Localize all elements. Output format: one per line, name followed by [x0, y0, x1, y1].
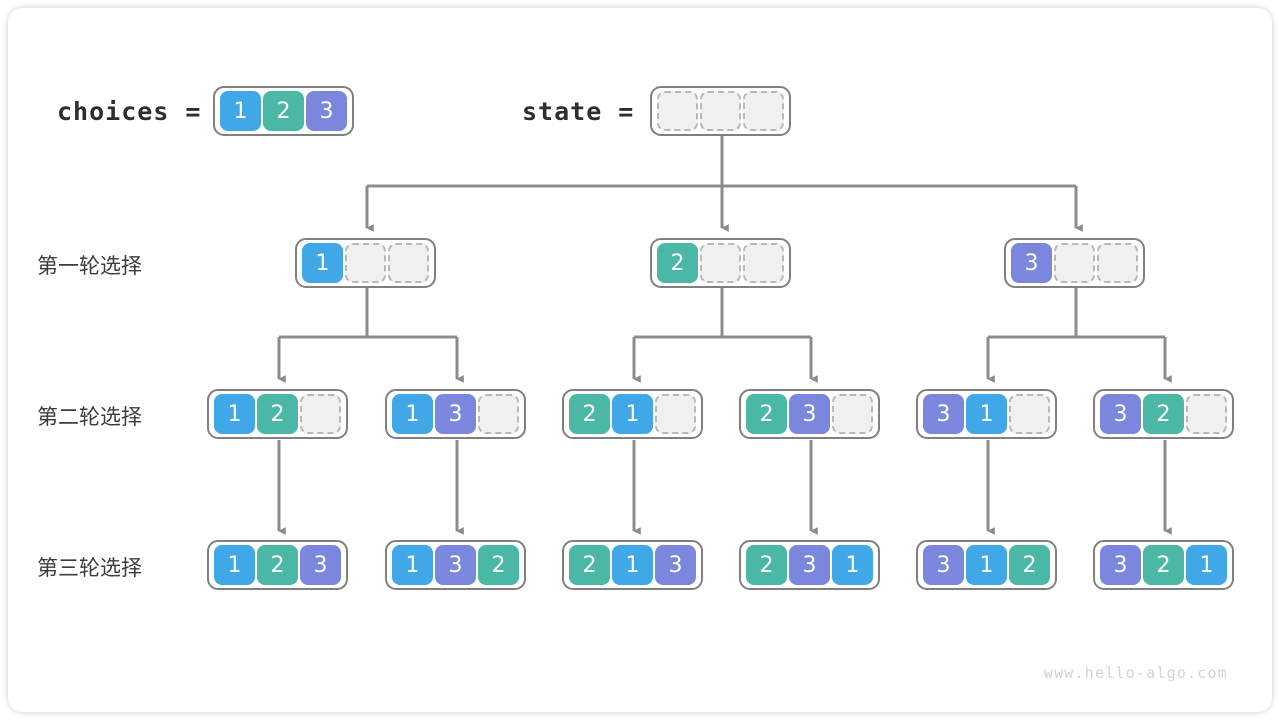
array-cell-value: 1: [392, 545, 433, 585]
array-cell-value: 1: [214, 394, 255, 434]
array-cell-value: 2: [1143, 394, 1184, 434]
node-round1-2: 3: [1004, 238, 1145, 288]
watermark: www.hello-algo.com: [1043, 664, 1228, 682]
array-cell-empty: [700, 243, 741, 283]
array-cell-value: 2: [746, 394, 787, 434]
array-cell-empty: [657, 91, 698, 131]
array-cell-value: 1: [214, 545, 255, 585]
array-cell-empty: [1009, 394, 1050, 434]
row-label-round-1: 第一轮选择: [37, 254, 142, 278]
array-cell-value: 1: [832, 545, 873, 585]
array-cell-value: 2: [257, 394, 298, 434]
row-label-round-3: 第三轮选择: [37, 556, 142, 580]
array-cell-value: 1: [220, 91, 261, 131]
array-cell-empty: [743, 243, 784, 283]
array-cell-value: 2: [569, 545, 610, 585]
array-cell-empty: [478, 394, 519, 434]
array-cell-empty: [1054, 243, 1095, 283]
array-cell-empty: [300, 394, 341, 434]
array-cell-empty: [1097, 243, 1138, 283]
array-cell-value: 2: [657, 243, 698, 283]
array-cell-value: 1: [612, 394, 653, 434]
array-cell-value: 1: [392, 394, 433, 434]
choices-label: choices =: [57, 97, 202, 126]
array-cell-value: 3: [789, 394, 830, 434]
array-cell-empty: [700, 91, 741, 131]
state-label: state =: [522, 97, 635, 126]
array-cell-empty: [345, 243, 386, 283]
array-cell-empty: [832, 394, 873, 434]
state-array: [650, 86, 791, 136]
array-cell-value: 2: [478, 545, 519, 585]
array-cell-empty: [388, 243, 429, 283]
array-cell-value: 3: [435, 394, 476, 434]
array-cell-value: 3: [300, 545, 341, 585]
array-cell-value: 3: [923, 394, 964, 434]
node-round1-0: 1: [295, 238, 436, 288]
array-cell-value: 2: [263, 91, 304, 131]
array-cell-value: 3: [923, 545, 964, 585]
array-cell-value: 3: [1100, 394, 1141, 434]
array-cell-value: 3: [435, 545, 476, 585]
row-label-round-2: 第二轮选择: [37, 405, 142, 429]
node-round1-1: 2: [650, 238, 791, 288]
array-cell-value: 1: [612, 545, 653, 585]
array-cell-value: 2: [1143, 545, 1184, 585]
array-cell-empty: [1186, 394, 1227, 434]
array-cell-value: 2: [569, 394, 610, 434]
array-cell-value: 3: [1100, 545, 1141, 585]
array-cell-value: 1: [302, 243, 343, 283]
array-cell-value: 2: [746, 545, 787, 585]
array-cell-value: 2: [1009, 545, 1050, 585]
array-cell-value: 3: [1011, 243, 1052, 283]
array-cell-value: 3: [789, 545, 830, 585]
array-cell-value: 3: [306, 91, 347, 131]
array-cell-value: 1: [1186, 545, 1227, 585]
array-cell-empty: [743, 91, 784, 131]
array-cell-value: 3: [655, 545, 696, 585]
array-cell-value: 1: [966, 545, 1007, 585]
array-cell-empty: [655, 394, 696, 434]
array-cell-value: 1: [966, 394, 1007, 434]
array-cell-value: 2: [257, 545, 298, 585]
